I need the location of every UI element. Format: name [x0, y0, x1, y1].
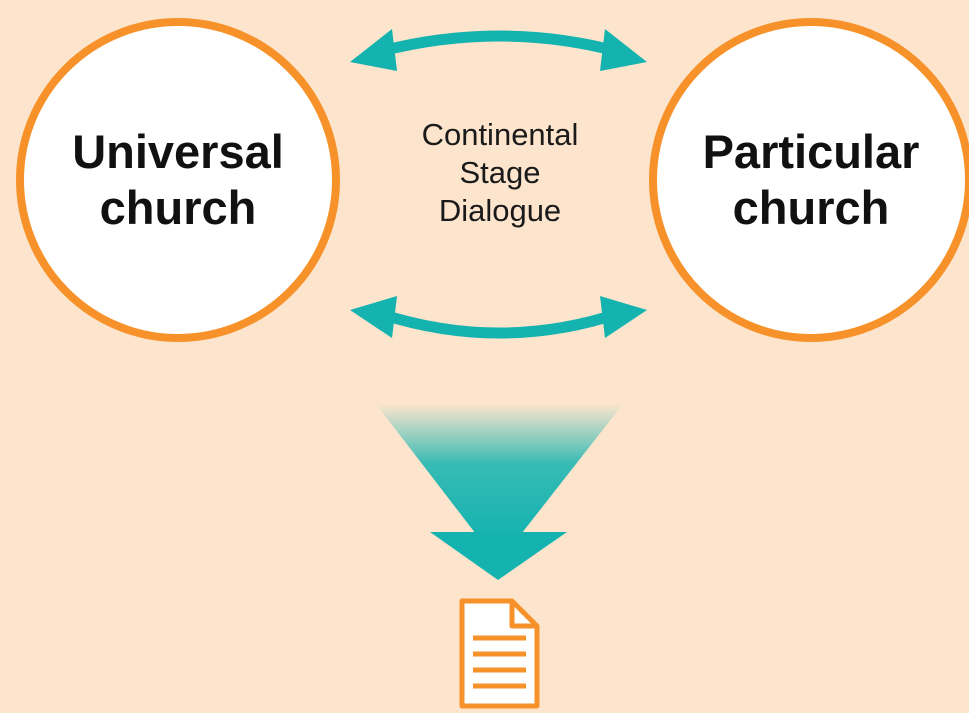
center-label-line3: Dialogue — [438, 193, 562, 228]
particular-church-label-line1: Particular — [702, 125, 920, 178]
universal-church-label-line1: Universal — [72, 125, 284, 178]
universal-church-label-line2: church — [99, 181, 257, 234]
continental-stage-dialogue-label: Continental Stage Dialogue — [380, 116, 620, 230]
universal-church-label: Universal church — [48, 124, 308, 236]
center-label-line2: Stage — [459, 155, 541, 190]
particular-church-label: Particular church — [681, 124, 941, 236]
funnel-arrow-icon — [376, 404, 623, 580]
bottom-double-arrow-icon — [350, 296, 647, 339]
particular-church-circle: Particular church — [649, 18, 969, 342]
document-icon — [459, 598, 540, 709]
universal-church-circle: Universal church — [16, 18, 340, 342]
center-label-line1: Continental — [421, 117, 579, 152]
top-double-arrow-icon — [350, 29, 647, 71]
particular-church-label-line2: church — [732, 181, 890, 234]
